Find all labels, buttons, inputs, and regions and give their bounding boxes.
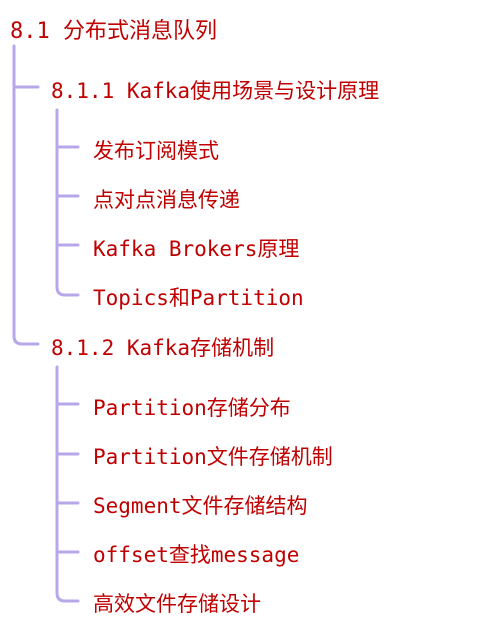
- root-node: 8.1 分布式消息队列: [10, 19, 217, 44]
- connector-section-1-trunk: [55, 108, 80, 297]
- item-node: offset查找message: [93, 543, 300, 567]
- connector-section-2-trunk: [55, 365, 80, 603]
- item-node: Kafka Brokers原理: [93, 237, 300, 261]
- item-node: Segment文件存储结构: [93, 494, 308, 518]
- item-node: 点对点消息传递: [93, 188, 240, 212]
- item-node: Topics和Partition: [93, 286, 304, 310]
- item-node: Partition文件存储机制: [93, 445, 333, 469]
- item-node: Partition存储分布: [93, 396, 291, 420]
- item-node: 发布订阅模式: [93, 139, 219, 163]
- connector-root-trunk: [12, 44, 40, 346]
- section-node-1: 8.1.1 Kafka使用场景与设计原理: [51, 79, 380, 103]
- section-node-2: 8.1.2 Kafka存储机制: [51, 336, 275, 360]
- item-node: 高效文件存储设计: [93, 592, 261, 616]
